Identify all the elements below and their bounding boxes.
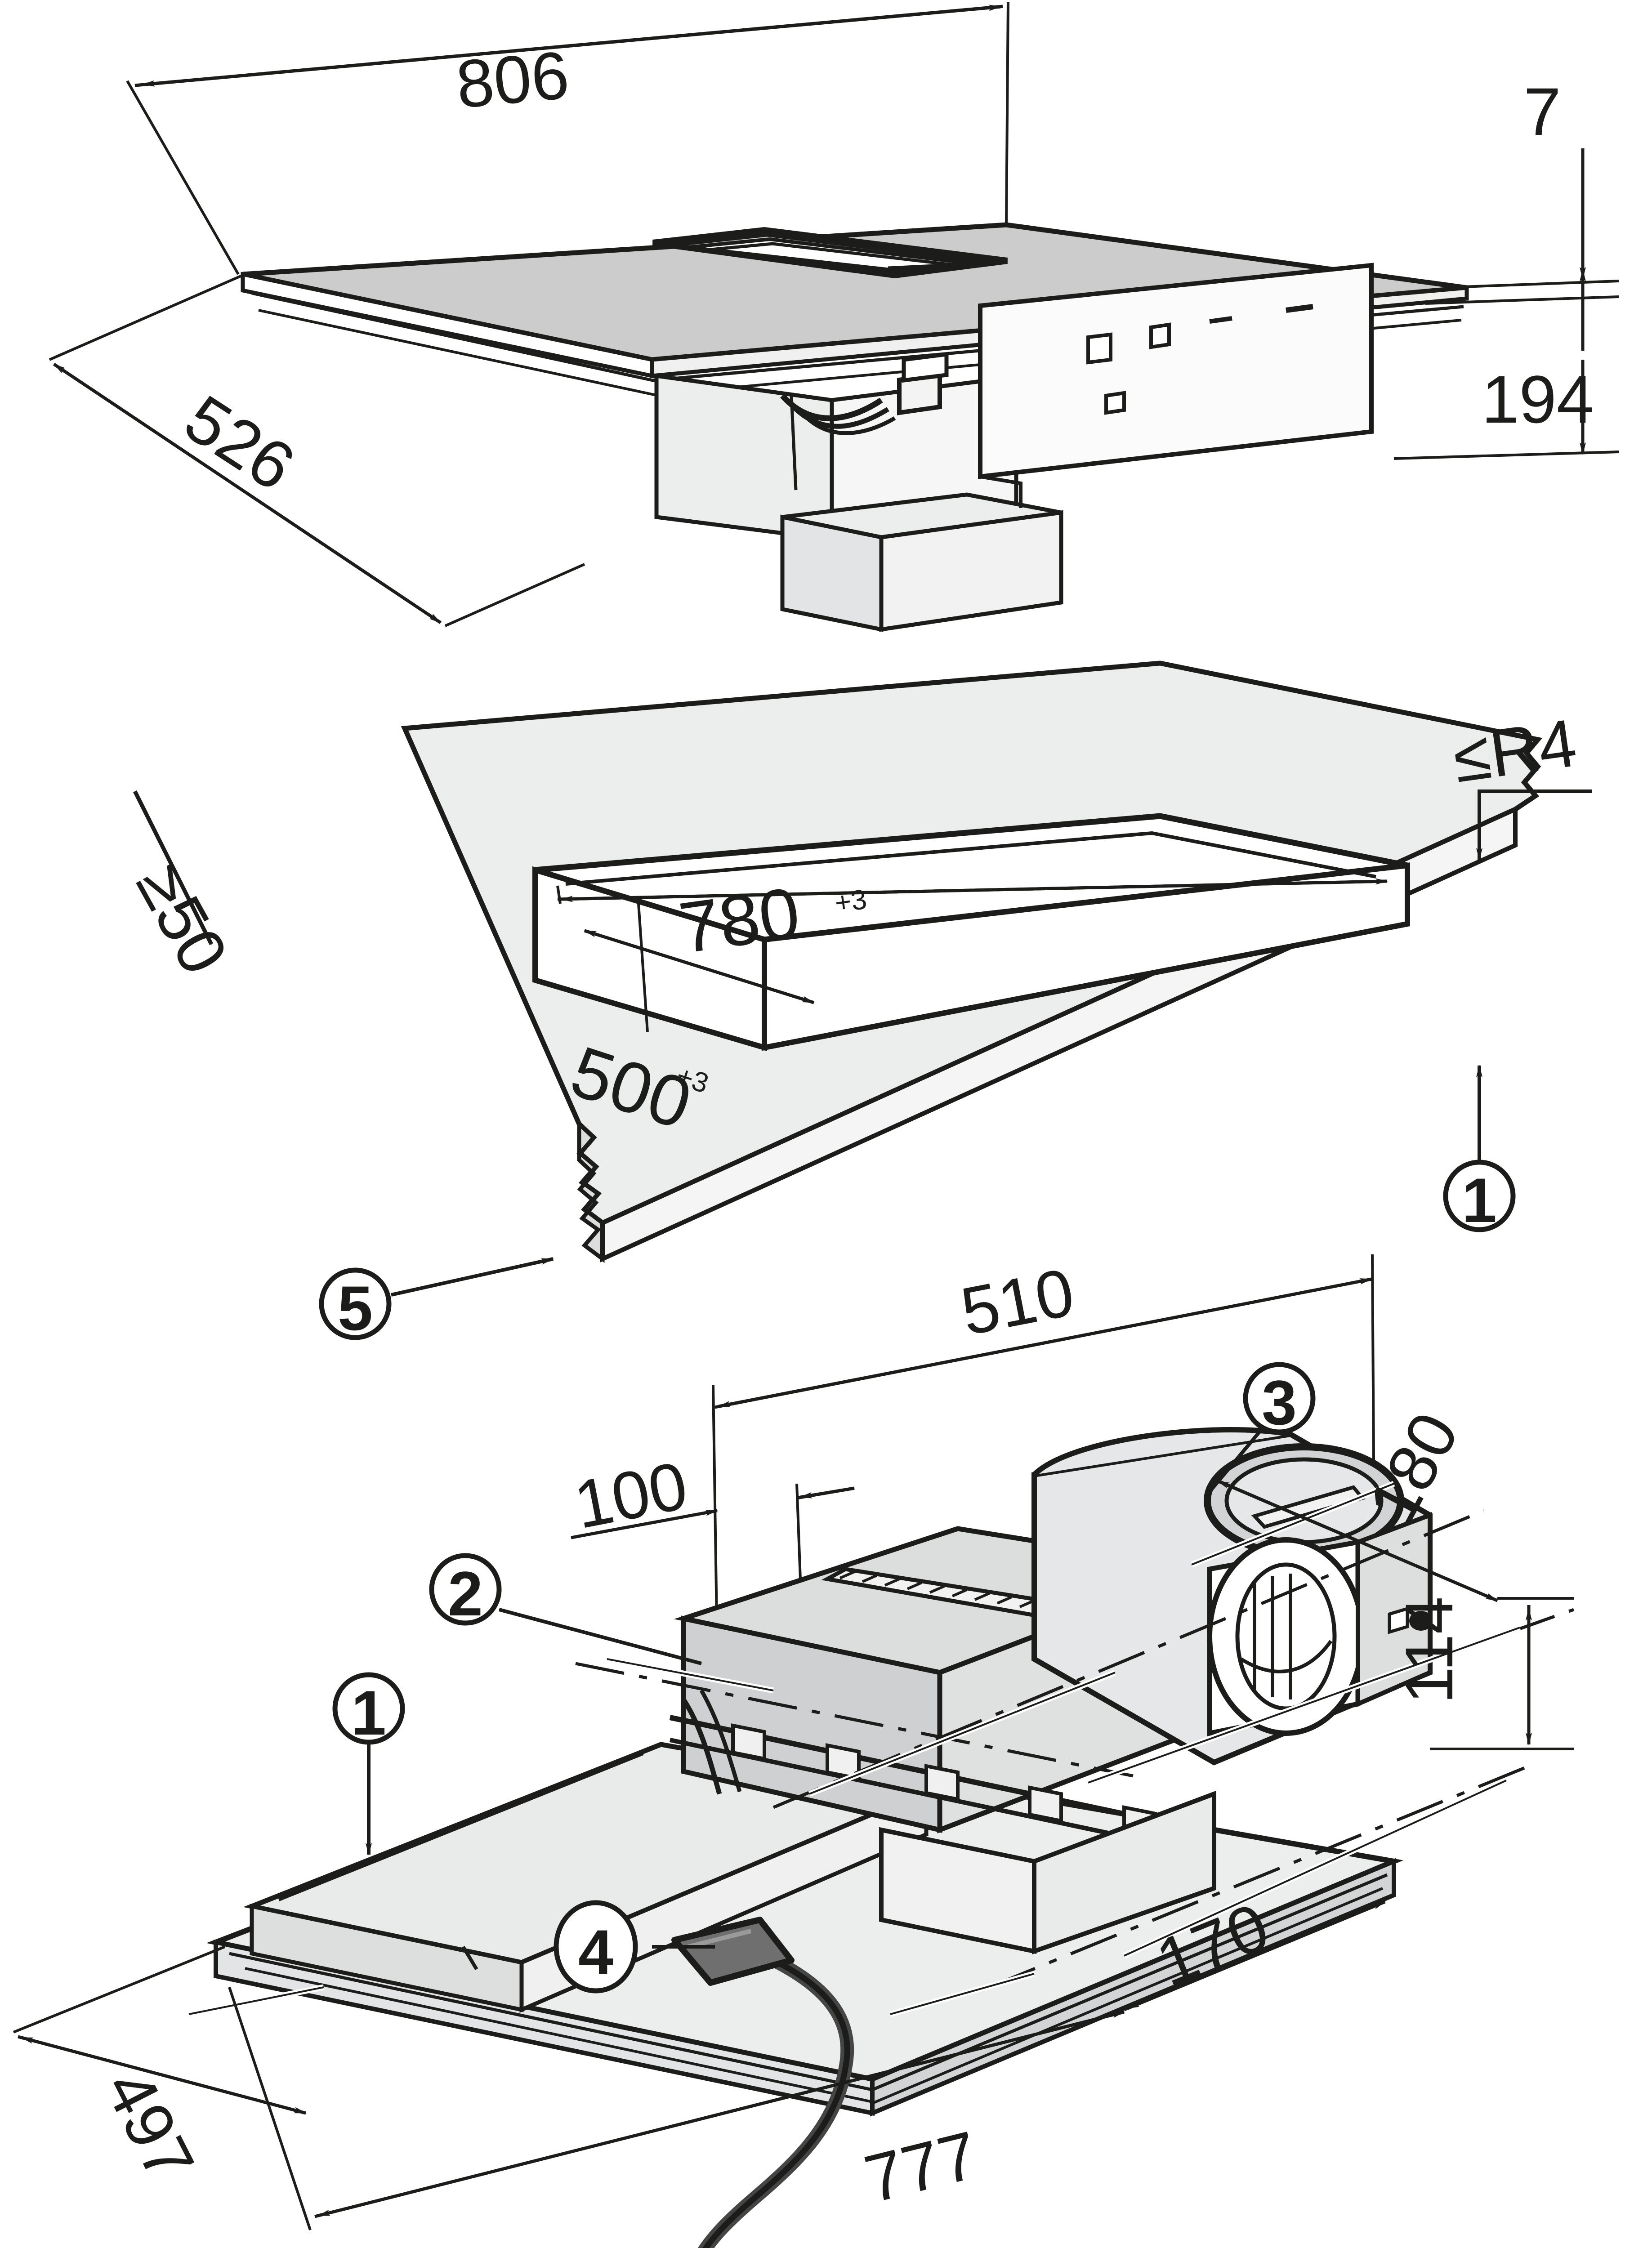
dim-width-806: 806 xyxy=(453,37,572,122)
svg-text:1: 1 xyxy=(1462,1165,1497,1236)
callout-1-base: 1 xyxy=(332,1672,405,1748)
svg-text:4: 4 xyxy=(578,1917,613,1987)
view-appliance-geometry xyxy=(49,2,1619,632)
callout-4-connector: 4 xyxy=(554,1900,638,1994)
dim-114: 114 xyxy=(1391,1597,1467,1704)
callout-2-housing: 2 xyxy=(429,1553,502,1629)
svg-text:2: 2 xyxy=(448,1558,483,1629)
callout-5-worktop: 5 xyxy=(319,1267,392,1343)
svg-text:780: 780 xyxy=(674,872,804,968)
dim-cutout-width-tol: +3 xyxy=(833,884,869,919)
callout-3-outlet: 3 xyxy=(1243,1362,1316,1438)
svg-text:3: 3 xyxy=(1262,1367,1297,1438)
view-cutout-geometry xyxy=(133,660,1592,1297)
dim-corner-radius-r4: ≤R4 xyxy=(1448,705,1581,797)
view-motor-geometry xyxy=(13,1254,1575,2248)
extractor-slot xyxy=(652,227,1008,279)
svg-text:5: 5 xyxy=(338,1273,373,1343)
dim-height-194: 194 xyxy=(1482,361,1594,437)
svg-text:1: 1 xyxy=(351,1677,386,1748)
callout-1-cutout: 1 xyxy=(1443,1160,1516,1236)
dim-cutout-width-780: 780 +3 xyxy=(674,872,869,968)
dim-glass-7: 7 xyxy=(1523,74,1561,149)
